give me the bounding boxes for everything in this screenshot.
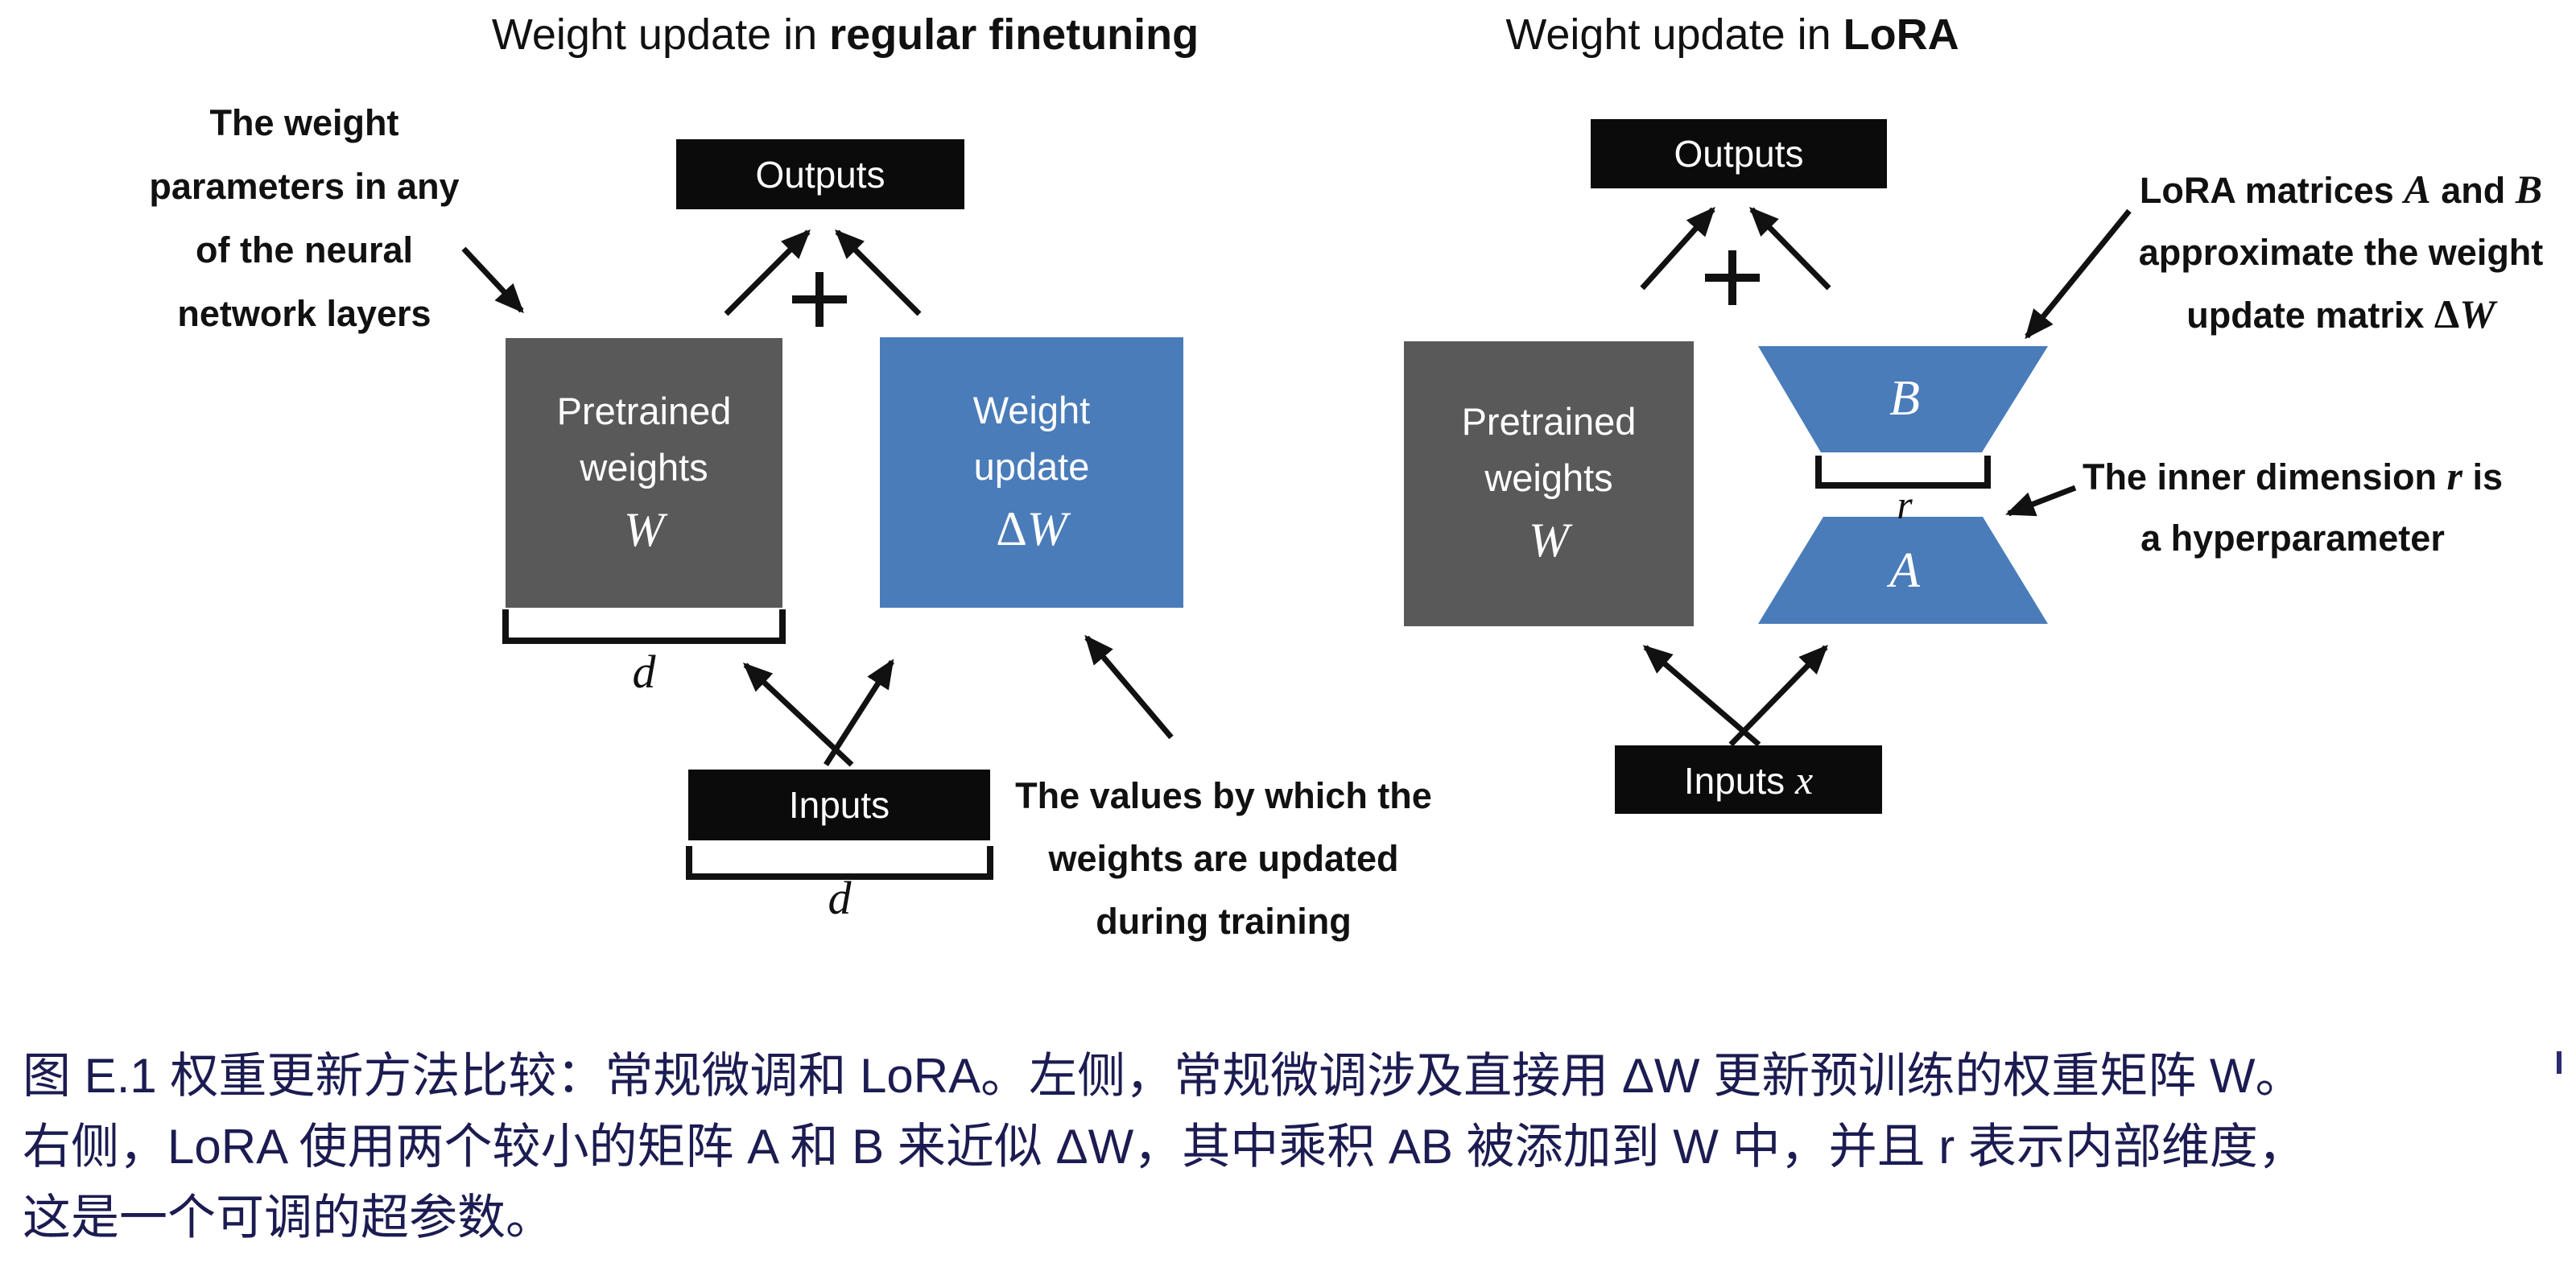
annotation-lora-matrices: LoRA matrices A and B approximate the we… bbox=[2099, 159, 2576, 346]
matrix-b-trapezoid bbox=[1758, 346, 2048, 452]
arrow-ba-to-outputs-right bbox=[1749, 206, 1831, 291]
annotation-inner-dimension: The inner dimension r is a hyperparamete… bbox=[2051, 445, 2534, 569]
caption-line-1: 图 E.1 权重更新方法比较：常规微调和 LoRA。左侧，常规微调涉及直接用 Δ… bbox=[23, 1049, 2304, 1103]
arrow-inputs-to-blue-left bbox=[824, 658, 894, 766]
matrix-a-trapezoid bbox=[1758, 517, 2048, 624]
annotation-line: weights are updated bbox=[1048, 838, 1399, 879]
annotation-line: network layers bbox=[177, 293, 431, 334]
weight-update-line1: Weight bbox=[972, 389, 1091, 431]
inputs-label-left: Inputs bbox=[788, 784, 890, 826]
annotation-values-updated: The values by which the weights are upda… bbox=[982, 765, 1465, 953]
dimension-d-label-bottom: d bbox=[828, 872, 852, 924]
title-lora: Weight update in LoRA bbox=[1473, 10, 1992, 60]
matrix-a-label: A bbox=[1889, 543, 1920, 598]
outputs-label-left: Outputs bbox=[755, 153, 886, 196]
pretrained-weights-box-left: Pretrained weights W bbox=[506, 338, 782, 608]
annotation-weight-parameters: The weight parameters in any of the neur… bbox=[103, 91, 506, 345]
arrow-inputsx-to-a bbox=[1728, 644, 1828, 747]
arrow-blue-to-outputs-left bbox=[835, 229, 922, 316]
w-glyph: W bbox=[1026, 502, 1067, 555]
inputs-box-left: Inputs bbox=[688, 770, 990, 840]
annotation-line: of the neural bbox=[195, 229, 414, 270]
b-glyph: B bbox=[2515, 167, 2543, 212]
arrow-values-to-blue bbox=[1084, 634, 1174, 740]
plus-sign-left bbox=[792, 272, 847, 327]
annotation-line: The weight bbox=[209, 102, 399, 143]
weight-update-line2: update bbox=[973, 445, 1090, 488]
annotation-line: a hyperparameter bbox=[2140, 518, 2445, 559]
arrow-weightparams-to-gray bbox=[461, 246, 524, 314]
annotation-line: LoRA matrices A and B bbox=[2099, 159, 2576, 221]
outputs-box-left: Outputs bbox=[676, 139, 964, 209]
delta-w-symbol: ΔW bbox=[996, 495, 1067, 563]
w-glyph: W bbox=[2459, 291, 2496, 336]
weight-update-box: Weight update ΔW bbox=[880, 337, 1183, 608]
pretrained-line2: weights bbox=[1484, 456, 1613, 499]
bracket-d-gray bbox=[502, 609, 786, 644]
title-right-prefix: Weight update in bbox=[1505, 10, 1843, 59]
annotation-text: update matrix bbox=[2186, 295, 2434, 336]
pretrained-line1: Pretrained bbox=[1461, 400, 1637, 443]
title-left-prefix: Weight update in bbox=[491, 10, 830, 59]
annotation-text: LoRA matrices bbox=[2139, 170, 2405, 211]
annotation-line: during training bbox=[1096, 901, 1352, 942]
plus-sign-right bbox=[1705, 250, 1760, 305]
delta-glyph: Δ bbox=[2434, 291, 2460, 336]
x-glyph: x bbox=[1794, 757, 1814, 803]
figure-caption: 图 E.1 权重更新方法比较：常规微调和 LoRA。左侧，常规微调涉及直接用 Δ… bbox=[23, 1041, 2574, 1253]
title-left-bold: regular finetuning bbox=[829, 10, 1199, 59]
arrow-inputsx-to-gray bbox=[1642, 645, 1761, 747]
bracket-r bbox=[1815, 456, 1991, 489]
matrix-b-label: B bbox=[1889, 371, 1920, 426]
dimension-r-label: r bbox=[1897, 482, 1913, 527]
r-glyph: r bbox=[2446, 453, 2462, 498]
title-regular-finetuning: Weight update in regular finetuning bbox=[435, 10, 1256, 60]
annotation-text: and bbox=[2430, 170, 2516, 211]
caption-line-3: 这是一个可调的超参数。 bbox=[23, 1191, 554, 1244]
arrow-gray-to-outputs-right bbox=[1640, 206, 1715, 291]
annotation-text: is bbox=[2462, 456, 2504, 497]
delta-glyph: Δ bbox=[996, 502, 1027, 555]
inputs-x-box: Inputs x bbox=[1615, 745, 1882, 814]
pretrained-line2: weights bbox=[580, 445, 708, 489]
annotation-line: The inner dimension r is bbox=[2051, 445, 2534, 508]
text-cursor-artifact bbox=[2557, 1051, 2562, 1074]
pretrained-w-symbol: W bbox=[1529, 514, 1569, 567]
annotation-line: approximate the weight bbox=[2138, 232, 2544, 273]
title-right-bold: LoRA bbox=[1843, 10, 1959, 59]
bracket-d-inputs bbox=[686, 846, 993, 880]
caption-line-2: 右侧，LoRA 使用两个较小的矩阵 A 和 B 来近似 ΔW，其中乘积 AB 被… bbox=[23, 1120, 2306, 1174]
annotation-line: update matrix ΔW bbox=[2099, 283, 2576, 346]
outputs-label-right: Outputs bbox=[1674, 133, 1804, 175]
pretrained-line1: Pretrained bbox=[556, 389, 732, 432]
arrow-gray-to-outputs-left bbox=[724, 229, 811, 316]
annotation-line: parameters in any bbox=[149, 166, 460, 207]
annotation-text: The inner dimension bbox=[2082, 456, 2447, 497]
pretrained-w-symbol: W bbox=[624, 502, 664, 556]
outputs-box-right: Outputs bbox=[1591, 119, 1887, 188]
pretrained-weights-box-right: Pretrained weights W bbox=[1404, 341, 1694, 626]
arrow-innerdim-to-r bbox=[2005, 485, 2077, 517]
a-glyph: A bbox=[2404, 167, 2431, 212]
arrow-loramatrices-to-b bbox=[2025, 208, 2132, 340]
inputs-x-label: Inputs x bbox=[1684, 757, 1813, 803]
annotation-line: The values by which the bbox=[1015, 775, 1432, 816]
dimension-d-label-top: d bbox=[632, 646, 656, 698]
inputs-x-text: Inputs bbox=[1683, 759, 1795, 802]
